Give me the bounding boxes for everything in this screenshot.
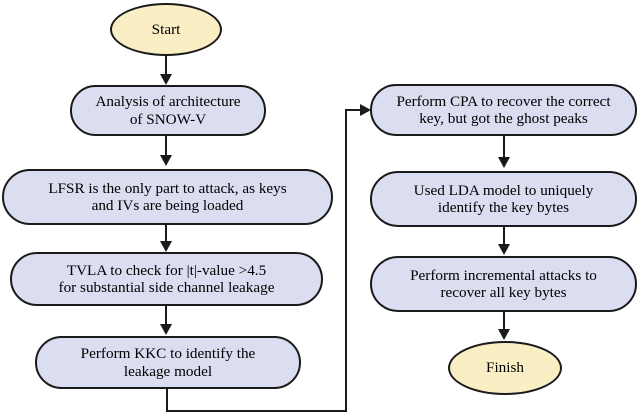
edge-kkc-to-cpa-segment-right — [166, 410, 347, 412]
node-tvla[interactable]: TVLA to check for |t|-value >4.5 for sub… — [10, 252, 323, 306]
node-incremental[interactable]: Perform incremental attacks to recover a… — [370, 256, 637, 312]
edge-lfsr-to-tvla-arrowhead — [160, 241, 172, 252]
edge-analysis-to-lfsr-arrowhead — [160, 155, 172, 166]
edge-lda-to-incremental — [503, 227, 505, 247]
edge-start-to-analysis-arrowhead — [160, 74, 172, 85]
edge-tvla-to-kkc-arrowhead — [160, 324, 172, 335]
node-lfsr-label: LFSR is the only part to attack, as keys… — [48, 179, 287, 214]
node-finish[interactable]: Finish — [448, 341, 562, 395]
node-finish-label: Finish — [486, 359, 524, 377]
edge-kkc-to-cpa-arrowhead — [360, 104, 371, 116]
node-analysis-label: Analysis of architecture of SNOW-V — [95, 93, 241, 128]
node-lfsr[interactable]: LFSR is the only part to attack, as keys… — [2, 169, 333, 225]
edge-start-to-analysis — [165, 56, 167, 78]
node-tvla-label: TVLA to check for |t|-value >4.5 for sub… — [58, 261, 275, 296]
edge-lfsr-to-tvla — [165, 225, 167, 245]
node-lda[interactable]: Used LDA model to uniquely identify the … — [370, 171, 637, 227]
edge-incremental-to-finish — [503, 312, 505, 330]
node-lda-label: Used LDA model to uniquely identify the … — [413, 181, 594, 216]
node-kkc[interactable]: Perform KKC to identify the leakage mode… — [35, 336, 301, 389]
edge-kkc-to-cpa-segment-enter — [345, 109, 363, 111]
edge-lda-to-incremental-arrowhead — [498, 244, 510, 255]
node-analysis[interactable]: Analysis of architecture of SNOW-V — [70, 85, 266, 136]
node-cpa[interactable]: Perform CPA to recover the correct key, … — [370, 84, 637, 136]
node-kkc-label: Perform KKC to identify the leakage mode… — [80, 345, 256, 380]
edge-analysis-to-lfsr — [165, 136, 167, 158]
edge-kkc-to-cpa-segment-down — [166, 389, 168, 412]
node-start-label: Start — [151, 20, 181, 38]
edge-cpa-to-lda-arrowhead — [498, 157, 510, 168]
node-incremental-label: Perform incremental attacks to recover a… — [410, 266, 597, 301]
edge-cpa-to-lda — [503, 136, 505, 158]
edge-tvla-to-kkc — [165, 306, 167, 325]
node-start[interactable]: Start — [110, 3, 222, 56]
edge-kkc-to-cpa-segment-up — [345, 110, 347, 411]
node-cpa-label: Perform CPA to recover the correct key, … — [396, 92, 611, 127]
edge-incremental-to-finish-arrowhead — [498, 329, 510, 340]
